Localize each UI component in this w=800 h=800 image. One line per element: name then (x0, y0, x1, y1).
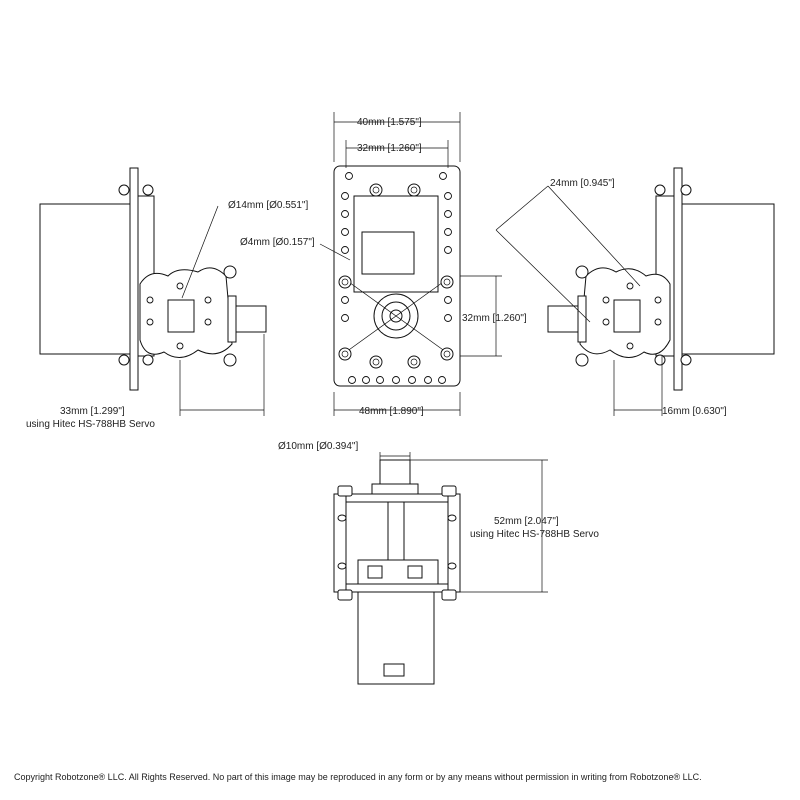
right-shaft-collar (577, 295, 587, 343)
left-mount-plate (129, 167, 139, 391)
right-shaft (547, 305, 583, 333)
dim-label-32-side: 32mm [1.260"] (462, 313, 527, 324)
left-leader-14 (181, 205, 219, 299)
dim-label-33: 33mm [1.299"] (60, 406, 125, 417)
front-view (319, 112, 502, 416)
dim-label-40: 40mm [1.575"] (357, 117, 422, 128)
bottom-shaft-collar (371, 483, 419, 495)
bottom-lower-plate (333, 583, 461, 593)
right-dim-16 (613, 356, 663, 416)
copyright-footer: Copyright Robotzone® LLC. All Rights Res… (14, 772, 702, 782)
bottom-dim-10 (379, 452, 411, 460)
right-servo-body (681, 203, 775, 355)
left-shaft-collar (227, 295, 237, 343)
dim-label-32-top: 32mm [1.260"] (357, 143, 422, 154)
dim-label-52-note: using Hitec HS-788HB Servo (470, 529, 599, 540)
right-side-view (495, 167, 775, 416)
bottom-view (333, 452, 548, 685)
left-hub-core (167, 299, 195, 333)
dim-label-24: 24mm [0.945"] (550, 178, 615, 189)
left-servo-body (39, 203, 131, 355)
bottom-top-plate (333, 493, 461, 503)
left-shaft (231, 305, 267, 333)
right-hub-core (613, 299, 641, 333)
bottom-dim-52 (410, 459, 548, 593)
dim-label-52: 52mm [2.047"] (494, 516, 559, 527)
bottom-right-rail (447, 493, 461, 593)
left-side-view (39, 167, 267, 416)
dim-label-dia14: Ø14mm [Ø0.551"] (228, 200, 308, 211)
bottom-servo-connector (383, 663, 405, 677)
front-screws (338, 183, 454, 369)
servo-label-area (361, 231, 415, 275)
dim-label-16: 16mm [0.630"] (662, 406, 727, 417)
dim-label-dia10: Ø10mm [Ø0.394"] (278, 441, 358, 452)
right-mount-plate (673, 167, 683, 391)
dim-label-dia4: Ø4mm [Ø0.157"] (240, 237, 315, 248)
dim-label-33-note: using Hitec HS-788HB Servo (26, 419, 155, 430)
front-perimeter-holes (341, 172, 452, 384)
bottom-left-rail (333, 493, 347, 593)
right-dim-24 (495, 185, 641, 323)
front-dimension-lines (319, 112, 502, 416)
dim-label-48: 48mm [1.890"] (359, 406, 424, 417)
cross-brace (345, 279, 447, 353)
left-dim-33 (179, 334, 265, 416)
